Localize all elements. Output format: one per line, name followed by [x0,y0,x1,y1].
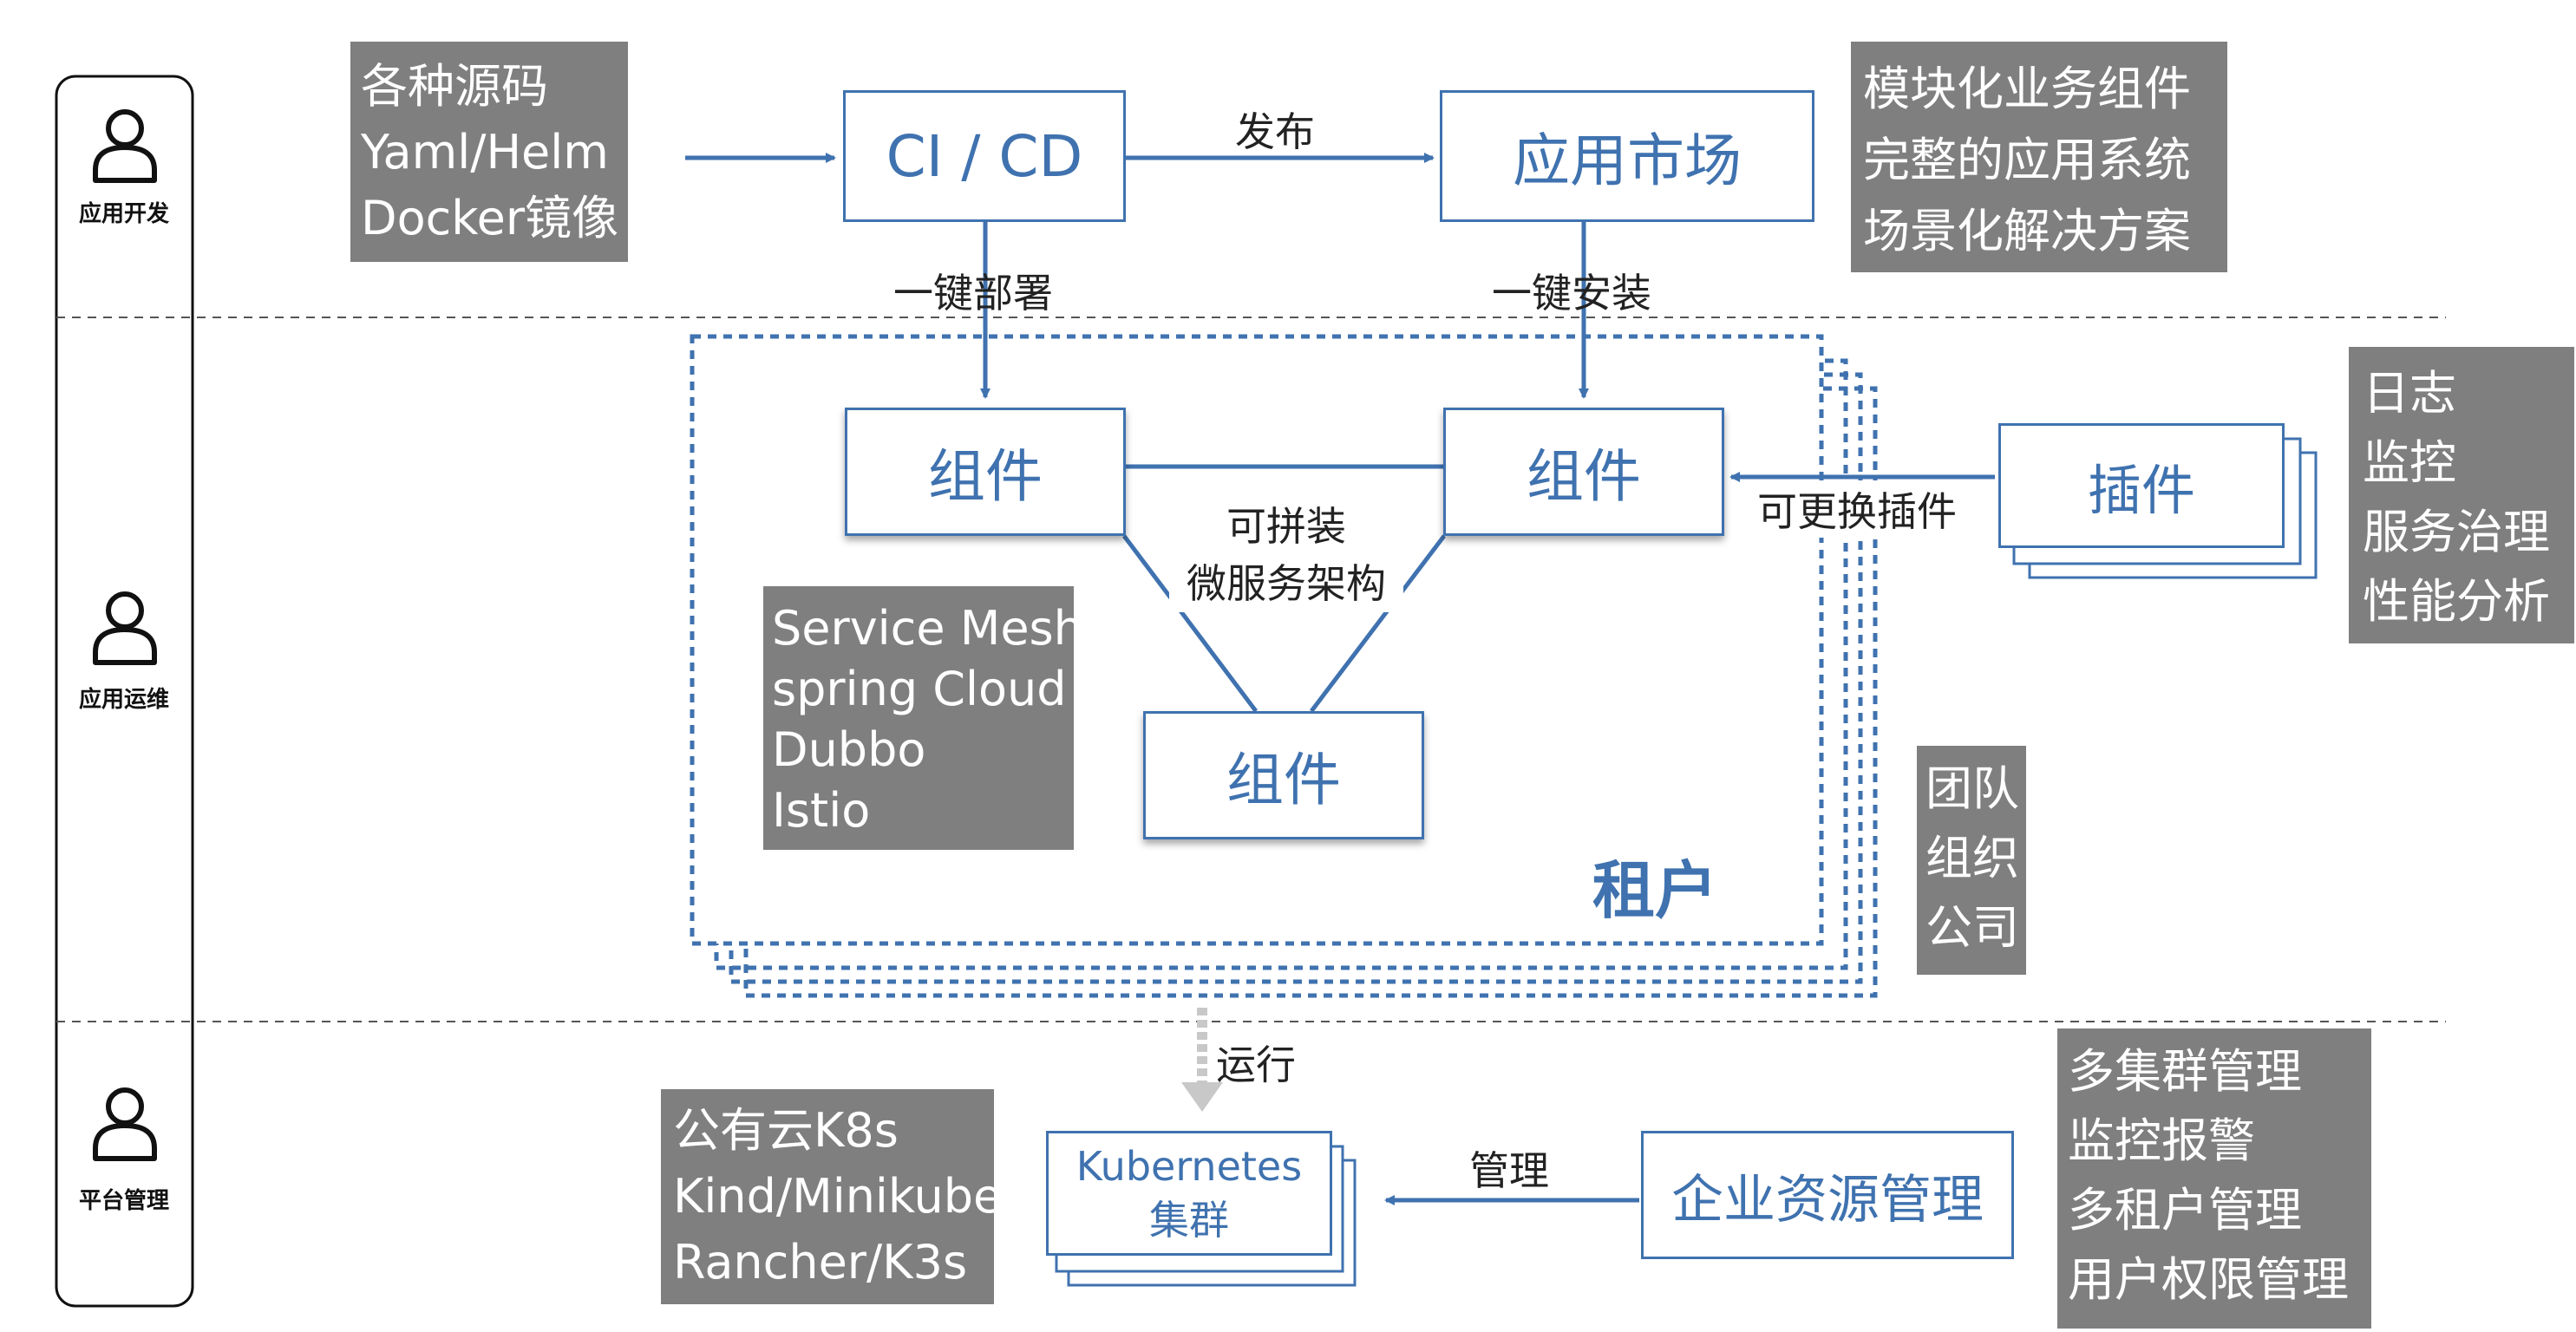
component-box-c: 组件 [1143,711,1424,839]
source-item: Yaml/Helm [361,125,609,180]
source-types-box: 各种源码 Yaml/Helm Docker镜像 [350,42,628,262]
component-label: 组件 [1226,747,1341,813]
component-label: 组件 [1527,443,1641,510]
k8s-source-item: 公有云K8s [673,1103,899,1158]
enterprise-label: 企业资源管理 [1671,1169,1984,1231]
cicd-box: CI / CD [843,90,1126,222]
market-feature-item: 模块化业务组件 [1863,62,2191,116]
tenant-label: 租户 [1592,854,1718,927]
role-label-dev: 应用开发 [78,201,169,227]
market-features-box: 模块化业务组件 完整的应用系统 场景化解决方案 [1851,42,2227,272]
replace-plugin-label: 可更换插件 [1757,480,1957,538]
link-a-c [1122,534,1258,713]
source-item: 各种源码 [361,59,548,114]
app-market-box: 应用市场 [1440,90,1814,222]
deploy-label: 一键部署 [893,270,1053,317]
enterprise-feature-item: 多集群管理 [2068,1044,2302,1099]
microservice-label: 可拼装 微服务架构 [1169,498,1403,612]
cluster-label-line: 集群 [1149,1197,1229,1244]
person-icon [93,591,157,665]
plugin-features-box: 日志 监控 服务治理 性能分析 [2349,347,2574,643]
install-label: 一键安装 [1492,270,1651,317]
role-sidebar [55,75,194,1308]
manage-label: 管理 [1469,1147,1549,1194]
enterprise-features-box: 多集群管理 监控报警 多租户管理 用户权限管理 [2057,1028,2371,1329]
frameworks-box: Service Mesh spring Cloud Dubbo Istio [763,586,1083,850]
publish-label: 发布 [1235,108,1315,155]
component-box-b: 组件 [1443,408,1724,536]
app-market-label: 应用市场 [1513,127,1742,194]
role-label-ops: 应用运维 [78,687,169,713]
plugin-feature-item: 日志 [2363,366,2456,421]
market-feature-item: 场景化解决方案 [1863,204,2191,258]
link-b-c [1310,534,1446,713]
enterprise-feature-item: 监控报警 [2068,1113,2255,1168]
plugin-feature-item: 性能分析 [2363,574,2550,629]
person-icon [93,109,157,183]
plugin-label: 插件 [2087,459,2195,522]
framework-item: spring Cloud [772,662,1067,716]
enterprise-feature-item: 多租户管理 [2068,1183,2302,1237]
enterprise-box: 企业资源管理 [1641,1131,2014,1259]
k8s-sources-box: 公有云K8s Kind/Minikube Rancher/K3s [661,1089,1003,1304]
tenant-type-item: 团队 [1925,761,2019,816]
plugin-box: 插件 [1998,423,2285,548]
enterprise-feature-item: 用户权限管理 [2068,1252,2349,1307]
tenant-type-item: 公司 [1925,900,2019,955]
market-feature-item: 完整的应用系统 [1863,133,2191,187]
tenant-types-box: 团队 组织 公司 [1917,746,2026,975]
person-icon [93,1087,157,1161]
cicd-label: CI / CD [886,122,1083,190]
k8s-source-item: Rancher/K3s [673,1235,968,1290]
framework-item: Istio [772,783,871,838]
arrow-run-head [1181,1082,1223,1112]
plugin-feature-item: 监控 [2363,435,2456,490]
source-item: Docker镜像 [361,191,619,245]
k8s-cluster-box: Kubernetes 集群 [1046,1131,1332,1256]
k8s-source-item: Kind/Minikube [673,1169,1003,1224]
component-label: 组件 [928,443,1043,510]
plugin-feature-item: 服务治理 [2363,505,2550,559]
framework-item: Service Mesh [772,601,1083,656]
tenant-type-item: 组织 [1925,831,2019,885]
framework-item: Dubbo [772,722,926,777]
cluster-label-line: Kubernetes [1076,1143,1303,1190]
role-label-platform: 平台管理 [78,1188,169,1214]
component-box-a: 组件 [845,408,1126,536]
run-label: 运行 [1216,1041,1296,1088]
